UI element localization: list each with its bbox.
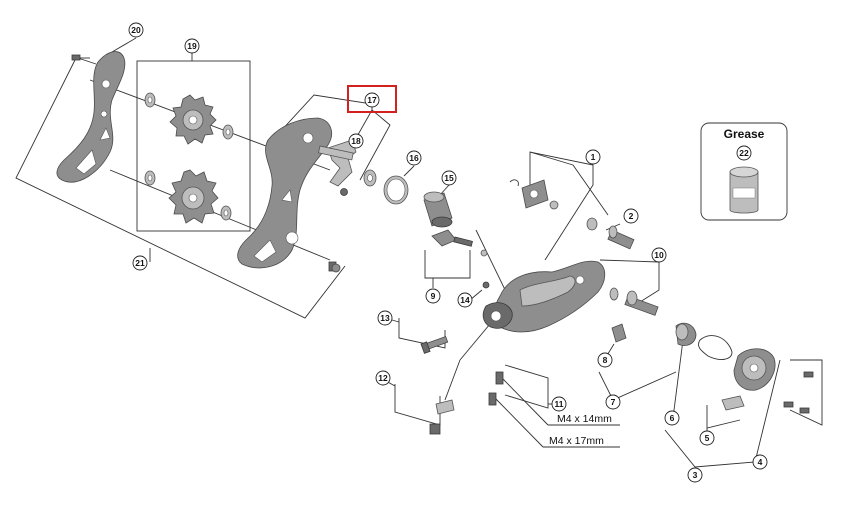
callout-2[interactable]: 2	[623, 208, 639, 224]
callout-3[interactable]: 3	[687, 467, 703, 483]
callout-6[interactable]: 6	[664, 410, 680, 426]
clutch-cover	[733, 348, 776, 391]
callout-group: 1 2 3 4 5 6 7 8 9 10 11 12 13 14 15 16 1…	[128, 22, 768, 483]
callout-4[interactable]: 4	[752, 454, 768, 470]
inner-cage-plate	[237, 117, 332, 269]
svg-text:13: 13	[380, 313, 390, 323]
cover-gasket	[697, 335, 733, 360]
svg-text:9: 9	[431, 291, 436, 301]
callout-15[interactable]: 15	[441, 170, 457, 186]
callout-11[interactable]: 11	[551, 396, 567, 412]
stopper-piece	[611, 323, 627, 343]
cover-screws	[783, 371, 814, 414]
callout-19[interactable]: 19	[184, 38, 200, 54]
callout-22[interactable]: 22	[736, 145, 752, 161]
callout-5[interactable]: 5	[699, 430, 715, 446]
grease-title: Grease	[724, 127, 765, 141]
grease-box: Grease	[700, 122, 788, 221]
svg-text:4: 4	[758, 457, 763, 467]
outer-cage-plate	[56, 51, 126, 183]
cage-screw-bottom	[328, 261, 341, 273]
cage-axle	[318, 145, 354, 161]
adjuster-assembly	[431, 229, 488, 257]
callout-16[interactable]: 16	[406, 150, 422, 166]
callout-18[interactable]: 18	[348, 133, 364, 149]
svg-text:15: 15	[444, 173, 454, 183]
cable-fixing-bolt	[420, 335, 449, 354]
svg-text:6: 6	[670, 413, 675, 423]
shaft-assembly	[609, 287, 659, 316]
callout-14[interactable]: 14	[457, 292, 473, 308]
svg-text:19: 19	[187, 41, 197, 51]
axle-washer	[363, 169, 377, 187]
callout-8[interactable]: 8	[597, 352, 613, 368]
svg-text:17: 17	[367, 95, 377, 105]
callout-21[interactable]: 21	[132, 255, 148, 271]
callout-13[interactable]: 13	[377, 310, 393, 326]
cable-guide-parts	[429, 399, 455, 435]
svg-text:20: 20	[131, 25, 141, 35]
callout-20[interactable]: 20	[128, 22, 144, 38]
svg-text:3: 3	[693, 470, 698, 480]
svg-text:12: 12	[378, 373, 388, 383]
callout-7[interactable]: 7	[605, 394, 621, 410]
svg-text:5: 5	[705, 433, 710, 443]
seal-ring	[383, 175, 409, 205]
svg-text:8: 8	[603, 355, 608, 365]
callout-10[interactable]: 10	[651, 247, 667, 263]
svg-text:2: 2	[629, 211, 634, 221]
svg-text:14: 14	[460, 295, 470, 305]
svg-text:1: 1	[591, 152, 596, 162]
bolt-spec-14mm: M4 x 14mm	[557, 413, 612, 425]
leader-lines	[15, 37, 823, 468]
svg-text:7: 7	[611, 397, 616, 407]
callout-9[interactable]: 9	[425, 288, 441, 304]
svg-text:10: 10	[654, 250, 664, 260]
pulley-washers	[144, 92, 234, 221]
lower-pulley	[168, 169, 219, 224]
grease-jar-icon	[729, 166, 759, 214]
cage-screw-top	[71, 54, 90, 61]
upper-pulley	[169, 94, 217, 145]
svg-text:16: 16	[409, 153, 419, 163]
small-screw	[482, 281, 490, 289]
callout-1[interactable]: 1	[585, 149, 601, 165]
clutch-unit	[675, 322, 697, 346]
mounting-bolts	[488, 371, 504, 406]
svg-text:21: 21	[135, 258, 145, 268]
fixing-bolt	[586, 217, 635, 250]
top-link-parts	[509, 179, 559, 210]
clutch-lever	[721, 395, 745, 411]
callout-12[interactable]: 12	[375, 370, 391, 386]
svg-text:11: 11	[555, 399, 564, 409]
svg-text:22: 22	[739, 148, 749, 158]
callout-17[interactable]: 17	[364, 92, 380, 108]
bushing	[423, 191, 453, 228]
bolt-spec-17mm: M4 x 17mm	[549, 435, 604, 447]
main-body	[482, 260, 606, 333]
highlight-box-part-17	[347, 85, 397, 113]
svg-text:18: 18	[351, 136, 361, 146]
